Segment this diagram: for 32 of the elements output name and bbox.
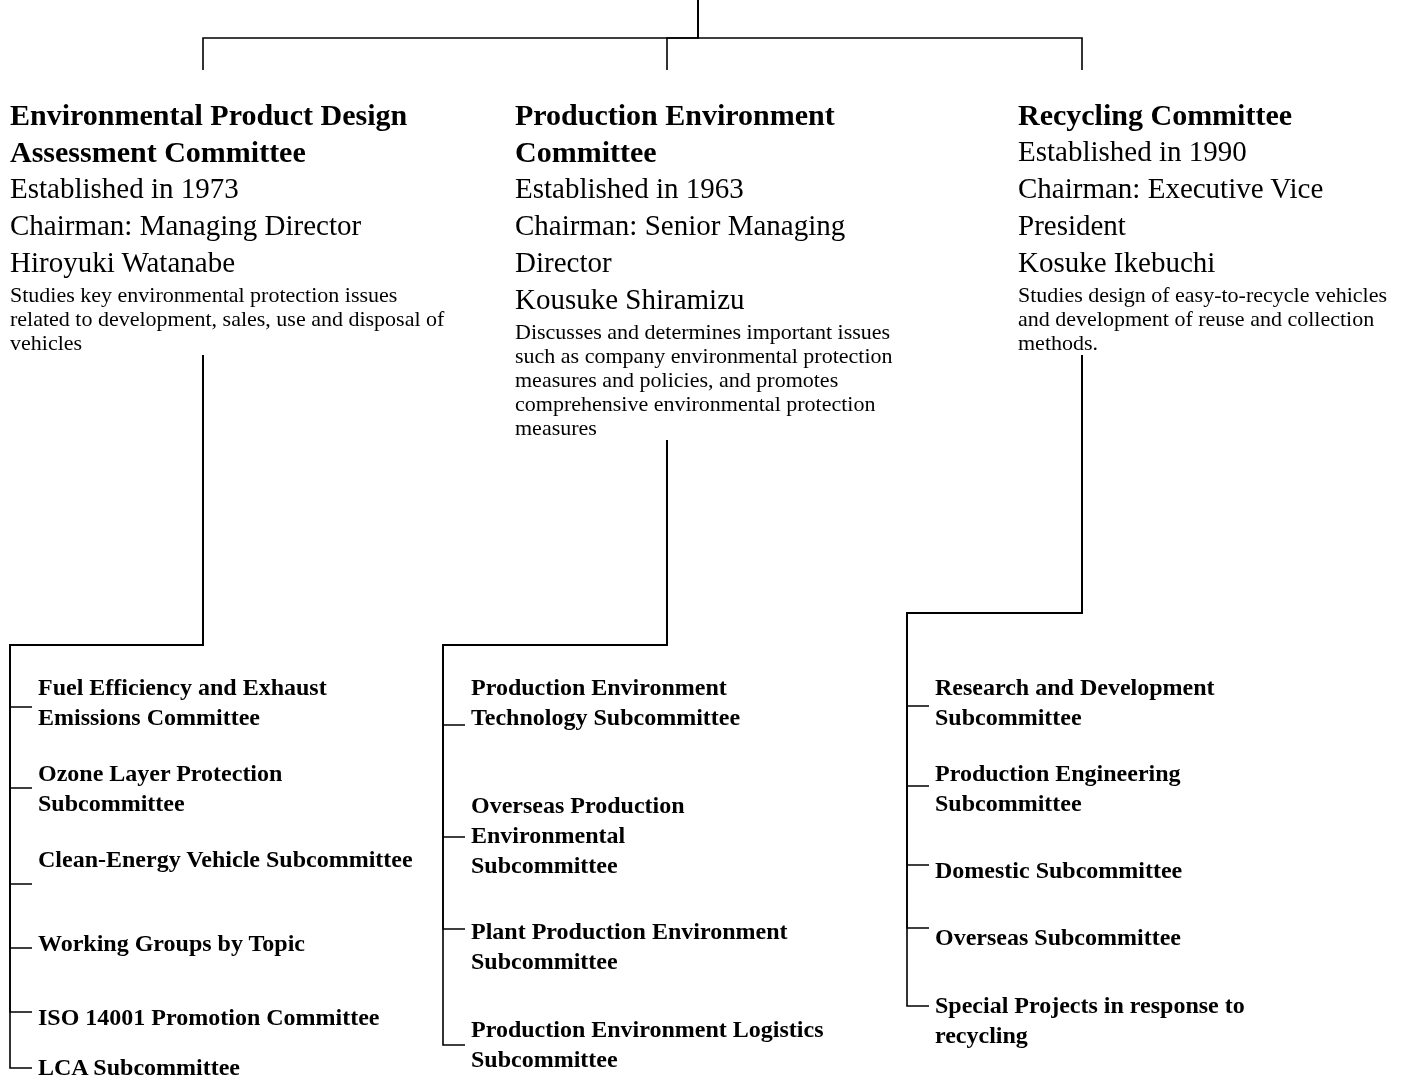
connector-line <box>442 439 668 1046</box>
subcommittee-label: Ozone Layer Protection Subcommittee <box>32 758 417 818</box>
established-date: Established in 1963 <box>515 171 745 206</box>
subcommittee-label: Research and Development Subcommittee <box>929 672 1289 732</box>
established-date: Established in 1990 <box>1018 134 1248 169</box>
subcommittee-label: Overseas Production Environmental Subcommittee <box>465 790 750 880</box>
subcommittee-label: Fuel Efficiency and Exhaust Emissions Committee <box>32 672 417 732</box>
subcommittee-label: Overseas Subcommittee <box>929 922 1289 952</box>
committee-description: Studies key environmental protection issues related to development, sales, use and disposal of vehicles <box>10 283 446 355</box>
chairman-title: Chairman: Managing Director <box>10 208 363 243</box>
subcommittee-label: LCA Subcommittee <box>32 1052 417 1082</box>
chairman-title: Chairman: Executive Vice President <box>1018 171 1325 243</box>
chairman-name: Kosuke Ikebuchi <box>1018 245 1217 280</box>
committee-description: Studies design of easy-to-recycle vehicles and development of reuse and collection methods. <box>1018 283 1388 355</box>
subcommittee-label: Working Groups by Topic <box>32 928 417 958</box>
subcommittee-label: Production Engineering Subcommittee <box>929 758 1289 818</box>
chairman-title: Chairman: Senior Managing Director <box>515 208 847 280</box>
established-date: Established in 1973 <box>10 171 240 206</box>
committee-description: Discusses and determines important issues such as company environmental protection measures and policies, and promotes comprehensive environmental protection measures <box>515 320 894 440</box>
committee-title: Production Environment Committee <box>515 97 836 170</box>
subcommittee-label: Clean-Energy Vehicle Subcommittee <box>32 844 417 874</box>
subcommittee-label: Domestic Subcommittee <box>929 855 1289 885</box>
subcommittee-label: Plant Production Environment Subcommittee <box>465 916 835 976</box>
connector-line <box>697 0 1083 71</box>
subcommittee-label: Special Projects in response to recycling <box>929 990 1289 1050</box>
committee-title: Environmental Product Design Assessment Committee <box>10 97 409 170</box>
chairman-name: Hiroyuki Watanabe <box>10 245 237 280</box>
subcommittee-label: ISO 14001 Promotion Committee <box>32 1002 432 1032</box>
subcommittee-label: Production Environment Technology Subcommittee <box>465 672 750 732</box>
subcommittee-label: Production Environment Logistics Subcommittee <box>465 1014 835 1074</box>
chairman-name: Kousuke Shiramizu <box>515 282 746 317</box>
committee-title: Recycling Committee <box>1018 97 1294 133</box>
